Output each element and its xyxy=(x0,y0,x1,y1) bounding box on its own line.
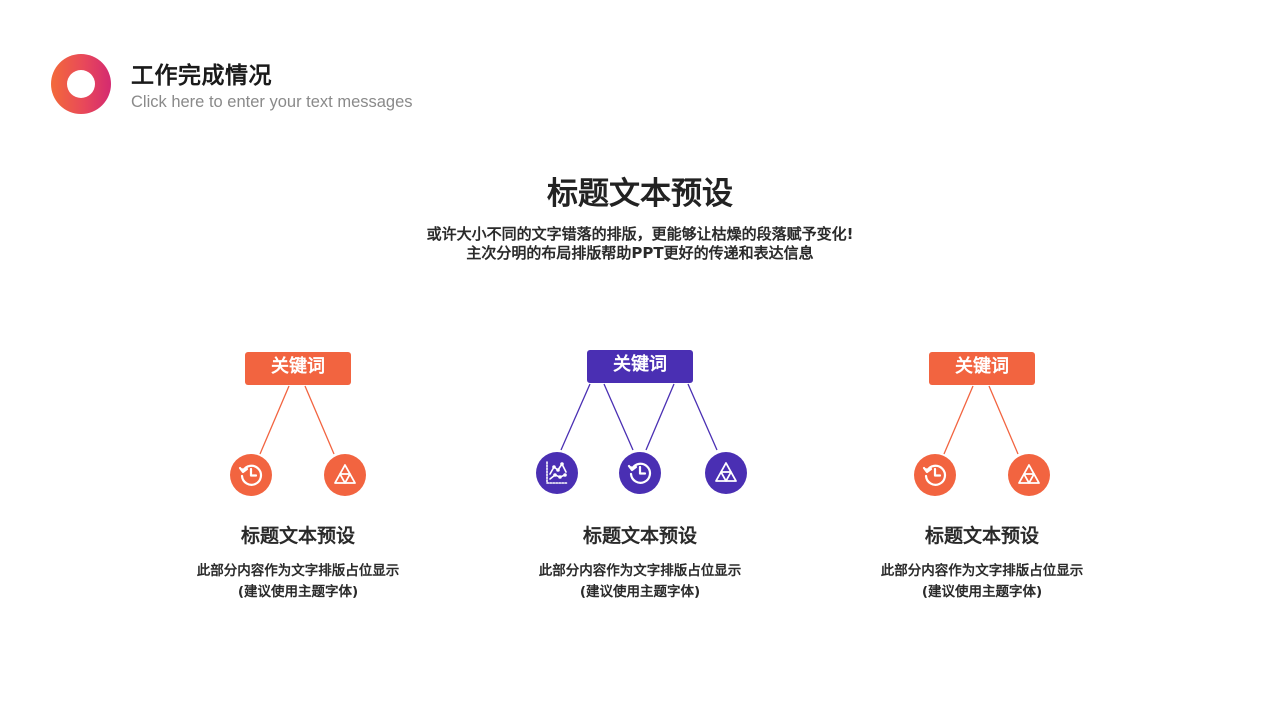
column-3-desc-line-2: (建议使用主题字体) xyxy=(921,584,1043,600)
column-2-title: 标题文本预设 xyxy=(582,525,697,547)
keyword-box-3[interactable]: 关键词 xyxy=(929,352,1035,385)
line-chart-icon xyxy=(536,452,578,494)
column-2-desc-line-1: 此部分内容作为文字排版占位显示 xyxy=(538,563,742,579)
triangle-icon xyxy=(705,452,747,494)
column-1-title: 标题文本预设 xyxy=(240,525,355,547)
history-icon xyxy=(230,454,272,496)
column-2-desc-line-2: (建议使用主题字体) xyxy=(579,584,701,600)
main-desc-line-2: 主次分明的布局排版帮助PPT更好的传递和表达信息 xyxy=(466,244,814,262)
column-1-desc-line-1: 此部分内容作为文字排版占位显示 xyxy=(196,563,400,579)
column-3-title: 标题文本预设 xyxy=(924,525,1039,547)
triangle-icon xyxy=(1008,454,1050,496)
main-desc-line-1: 或许大小不同的文字错落的排版，更能够让枯燥的段落赋予变化! xyxy=(426,225,854,243)
column-3-desc-line-1: 此部分内容作为文字排版占位显示 xyxy=(880,563,1084,579)
column-1-desc-line-2: (建议使用主题字体) xyxy=(237,584,359,600)
header-subtitle[interactable]: Click here to enter your text messages xyxy=(131,93,413,111)
triangle-icon xyxy=(324,454,366,496)
ring-logo-icon xyxy=(51,54,111,114)
keyword-box-1[interactable]: 关键词 xyxy=(245,352,351,385)
main-title: 标题文本预设 xyxy=(547,176,733,212)
keyword-box-2[interactable]: 关键词 xyxy=(587,350,693,383)
header-title: 工作完成情况 xyxy=(131,63,272,89)
history-icon xyxy=(914,454,956,496)
column-1-desc: 此部分内容作为文字排版占位显示 (建议使用主题字体) xyxy=(148,561,448,603)
history-icon xyxy=(619,452,661,494)
column-2-desc: 此部分内容作为文字排版占位显示 (建议使用主题字体) xyxy=(490,561,790,603)
column-3-desc: 此部分内容作为文字排版占位显示 (建议使用主题字体) xyxy=(832,561,1132,603)
main-description: 或许大小不同的文字错落的排版，更能够让枯燥的段落赋予变化! 主次分明的布局排版帮… xyxy=(0,225,1280,263)
